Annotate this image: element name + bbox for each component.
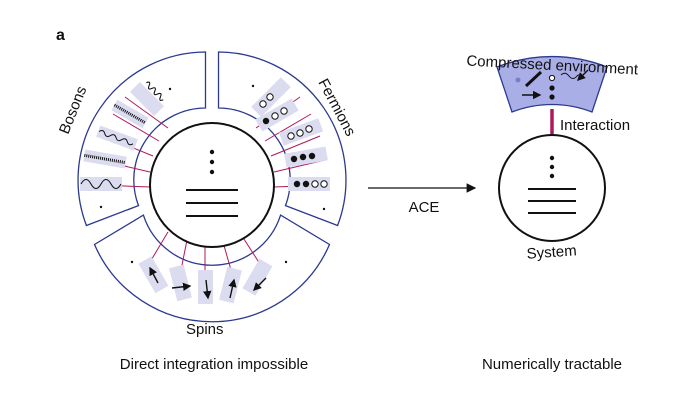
spins-reservoir	[93, 214, 331, 323]
spin-modes	[130, 256, 288, 304]
interaction-label: Interaction	[560, 117, 630, 134]
panel-label: a	[56, 27, 65, 44]
system-label: System	[526, 242, 577, 262]
spins-label: Spins	[186, 321, 224, 338]
left-system-circle	[149, 122, 275, 248]
compressed-environment	[496, 55, 608, 113]
right-diagram: Compressed environment Interaction Syste…	[466, 53, 639, 373]
environment-contents	[515, 69, 589, 100]
bosons-label: Bosons	[56, 84, 91, 137]
left-caption: Direct integration impossible	[120, 356, 308, 373]
right-caption: Numerically tractable	[482, 356, 622, 373]
boson-modes	[80, 81, 172, 209]
ace-arrow: ACE	[368, 183, 477, 216]
bosons-reservoir	[77, 51, 207, 227]
left-system-levels	[186, 149, 238, 217]
left-diagram: Bosons Fermions Spins Direct integration…	[56, 51, 359, 373]
right-system-levels	[528, 155, 576, 214]
ace-label: ACE	[409, 199, 440, 216]
fermion-modes	[251, 77, 330, 211]
